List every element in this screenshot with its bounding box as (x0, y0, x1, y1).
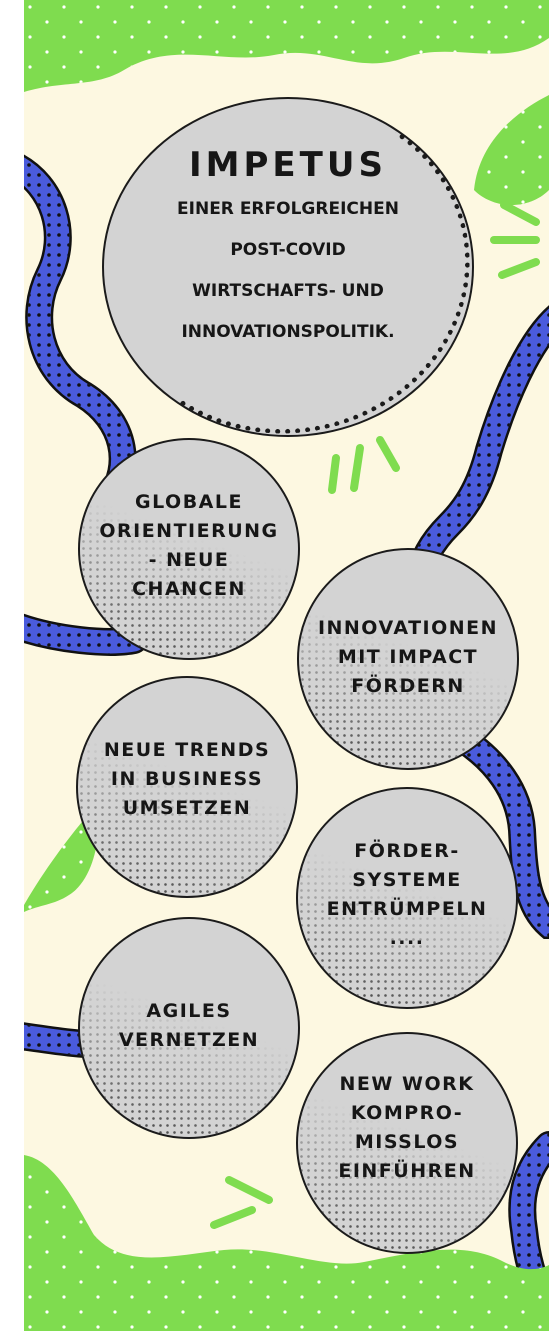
topic-circle-new-work: NEW WORK KOMPRO- MISSLOS EINFÜHREN (296, 1032, 518, 1254)
topic-line: NEUE TRENDS (103, 739, 271, 761)
topic-line: GLOBALE (135, 491, 243, 513)
topic-label: INNOVATIONEN MIT IMPACT FÖRDERN (299, 614, 517, 701)
topic-line: .... (389, 927, 425, 949)
top-green-wave (24, 0, 549, 92)
topic-label: AGILES VERNETZEN (80, 997, 298, 1055)
topic-circle-agile-networking: AGILES VERNETZEN (78, 917, 300, 1139)
topic-line: MIT IMPACT (337, 646, 479, 668)
topic-circle-innovations: INNOVATIONEN MIT IMPACT FÖRDERN (297, 548, 519, 770)
subtitle-line: EINER ERFOLGREICHEN (177, 199, 399, 219)
title-text-block: IMPETUS EINER ERFOLGREICHEN POST-COVID W… (104, 145, 472, 353)
bottom-green-wave (24, 1155, 549, 1331)
green-strokes (210, 201, 540, 1229)
topic-circle-funding-systems: FÖRDER- SYSTEME ENTRÜMPELN .... (296, 787, 518, 1009)
green-leaf-top-right (474, 95, 549, 205)
page-subtitle: EINER ERFOLGREICHEN POST-COVID WIRTSCHAF… (104, 189, 472, 353)
topic-label: FÖRDER- SYSTEME ENTRÜMPELN .... (298, 837, 516, 953)
topic-line: ORIENTIERUNG (99, 520, 279, 542)
topic-line: - NEUE (148, 549, 230, 571)
topic-line: KOMPRO- (350, 1102, 464, 1124)
topic-line: SYSTEME (352, 869, 462, 891)
infographic-poster: IMPETUS EINER ERFOLGREICHEN POST-COVID W… (24, 0, 549, 1331)
topic-label: GLOBALE ORIENTIERUNG - NEUE CHANCEN (80, 488, 298, 604)
topic-line: FÖRDERN (351, 675, 465, 697)
topic-line: CHANCEN (132, 578, 246, 600)
topic-line: UMSETZEN (122, 797, 252, 819)
subtitle-line: INNOVATIONSPOLITIK. (181, 322, 395, 342)
topic-line: ENTRÜMPELN (326, 898, 488, 920)
topic-line: FÖRDER- (354, 840, 460, 862)
page-title: IMPETUS (189, 145, 387, 185)
topic-line: NEW WORK (339, 1073, 475, 1095)
decoration-layer (24, 0, 549, 1331)
topic-line: VERNETZEN (118, 1029, 260, 1051)
topic-line: EINFÜHREN (338, 1160, 476, 1182)
topic-line: MISSLOS (354, 1131, 460, 1153)
title-circle: IMPETUS EINER ERFOLGREICHEN POST-COVID W… (102, 97, 474, 437)
topic-line: IN BUSINESS (110, 768, 264, 790)
subtitle-line: WIRTSCHAFTS- UND (192, 281, 384, 301)
topic-line: INNOVATIONEN (317, 617, 499, 639)
topic-circle-new-trends: NEUE TRENDS IN BUSINESS UMSETZEN (76, 676, 298, 898)
topic-label: NEUE TRENDS IN BUSINESS UMSETZEN (78, 736, 296, 823)
topic-circle-global-orientation: GLOBALE ORIENTIERUNG - NEUE CHANCEN (78, 438, 300, 660)
topic-label: NEW WORK KOMPRO- MISSLOS EINFÜHREN (298, 1070, 516, 1186)
subtitle-line: POST-COVID (230, 240, 346, 260)
topic-line: AGILES (146, 1000, 232, 1022)
